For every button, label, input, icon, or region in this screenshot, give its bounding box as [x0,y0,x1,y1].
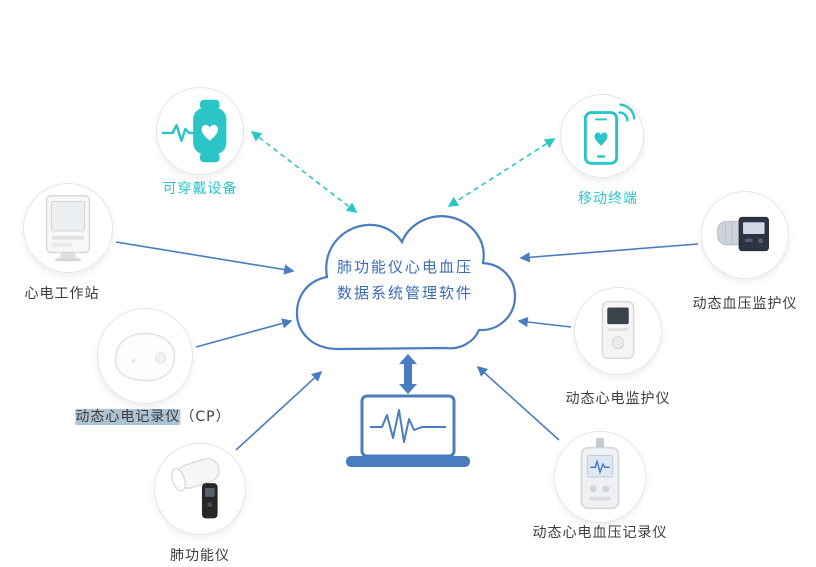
node-holter-cp-recorder [97,308,193,404]
label-spirometer: 肺功能仪 [170,548,230,564]
cloud-title: 肺功能仪心电血压 数据系统管理软件 [337,254,473,306]
connector-mobile-cloud [447,138,556,207]
node-holter-monitor [574,287,662,375]
node-spirometer [154,443,246,535]
label-ecg-workstation: 心电工作站 [24,286,100,302]
ecg-workstation-icon [45,195,91,262]
spirometer-icon [171,457,220,519]
label-mobile: 移动终端 [578,191,638,207]
label-holter-monitor: 动态心电监护仪 [565,391,671,407]
label-holter-cp-highlighted-text: 动态心电记录仪 [75,409,181,425]
label-abp-monitor: 动态血压监护仪 [692,296,798,312]
connector-holter-monitor-cloud [517,316,572,328]
label-wearable: 可穿戴设备 [162,181,238,197]
label-holter-cp-suffix: （CP） [180,409,231,425]
cloud-title-line1: 肺功能仪心电血压 [336,258,474,276]
label-ecg-bp-recorder: 动态心电血压记录仪 [532,525,668,541]
smartwatch-icon [161,99,227,163]
label-holter-cp: 动态心电记录仪（CP） [75,406,230,426]
node-ecg-workstation [23,183,113,273]
cloud-shape [295,215,517,351]
connector-ecg-bp-recorder-cloud [476,365,560,441]
connector-workstation-cloud [115,241,295,275]
node-mobile-terminal [560,94,644,178]
ecg-bp-recorder-icon [580,437,620,510]
connector-wearable-cloud [250,131,358,213]
node-wearable-device [156,87,244,175]
node-ecg-bp-recorder [554,431,646,523]
cloud-laptop-double-arrow [399,354,417,394]
connector-holter-cp-cloud [195,318,293,348]
holter-monitor-icon [601,300,635,360]
connector-spirometer-cloud [235,370,323,451]
holter-cp-recorder-icon [114,332,176,382]
node-abp-monitor [701,191,789,279]
smartphone-icon [583,103,636,165]
laptop-ecg-waveform [370,409,446,443]
connector-abp-cloud [519,243,699,263]
cloud-title-line2: 数据系统管理软件 [336,284,474,302]
abp-monitor-icon [717,216,769,252]
laptop-icon [346,394,470,467]
